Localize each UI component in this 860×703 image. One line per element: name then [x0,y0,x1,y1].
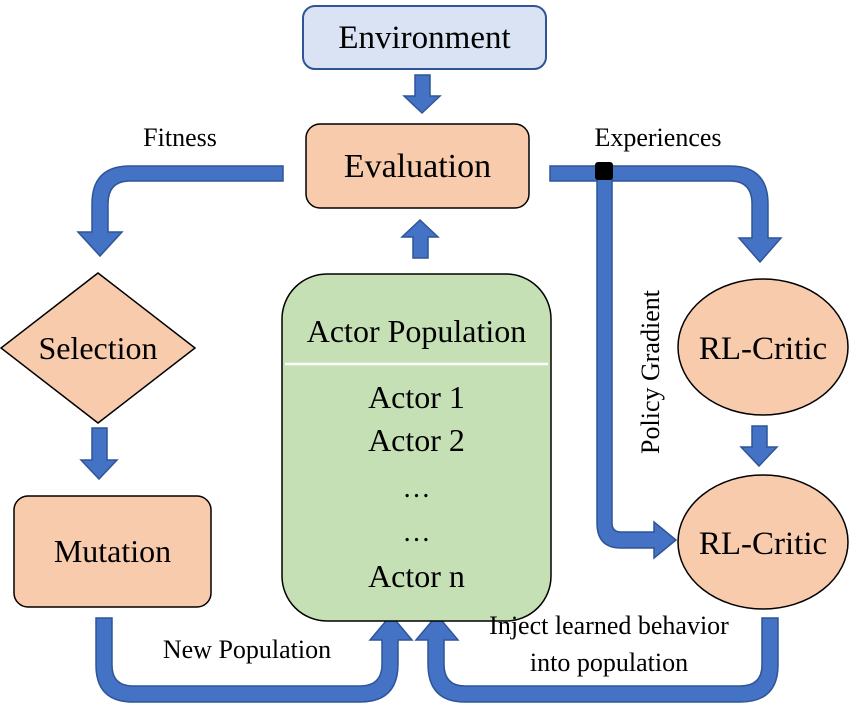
actor-population-item: … [403,517,431,548]
arrow-population-to-evaluation [400,218,440,259]
connectors [76,74,783,703]
mutation-label: Mutation [54,533,171,569]
inject-label-line2: into population [530,648,688,677]
actor-population-title: Actor Population [307,313,527,349]
mutation-node: Mutation [13,495,212,608]
actor-population-node: Actor Population Actor 1 Actor 2 … … Act… [281,273,552,622]
evaluation-node: Evaluation [305,123,530,209]
arrow-environment-to-evaluation [402,74,442,115]
arrow-selection-to-mutation [79,427,119,481]
experiences-label: Experiences [594,123,721,152]
new-population-label: New Population [163,635,331,664]
policy-gradient-label: Policy Gradient [636,289,665,454]
actor-population-item: … [403,473,431,504]
actor-population-item: Actor 1 [368,379,465,415]
rl-critic-top-label: RL-Critic [699,331,827,367]
selection-label: Selection [38,330,157,366]
arrow-fitness [76,165,284,258]
arrow-experiences [549,165,783,264]
evaluation-label: Evaluation [344,148,491,185]
arrow-inject-behavior [414,613,779,703]
environment-label: Environment [338,20,510,56]
fitness-label: Fitness [143,123,217,152]
actor-population-item: Actor 2 [368,422,465,458]
rl-critic-top-node: RL-Critic [677,278,849,416]
arrow-critic-to-critic [739,425,779,468]
rl-critic-bottom-label: RL-Critic [699,526,827,562]
inject-label-line1: Inject learned behavior [489,611,729,640]
environment-node: Environment [302,5,547,70]
arrow-new-population [95,613,414,703]
selection-node: Selection [0,272,197,424]
rl-critic-bottom-node: RL-Critic [677,474,849,610]
experiences-junction [595,162,613,180]
actor-population-item: Actor n [368,558,465,594]
arrow-policy-gradient [596,172,678,560]
